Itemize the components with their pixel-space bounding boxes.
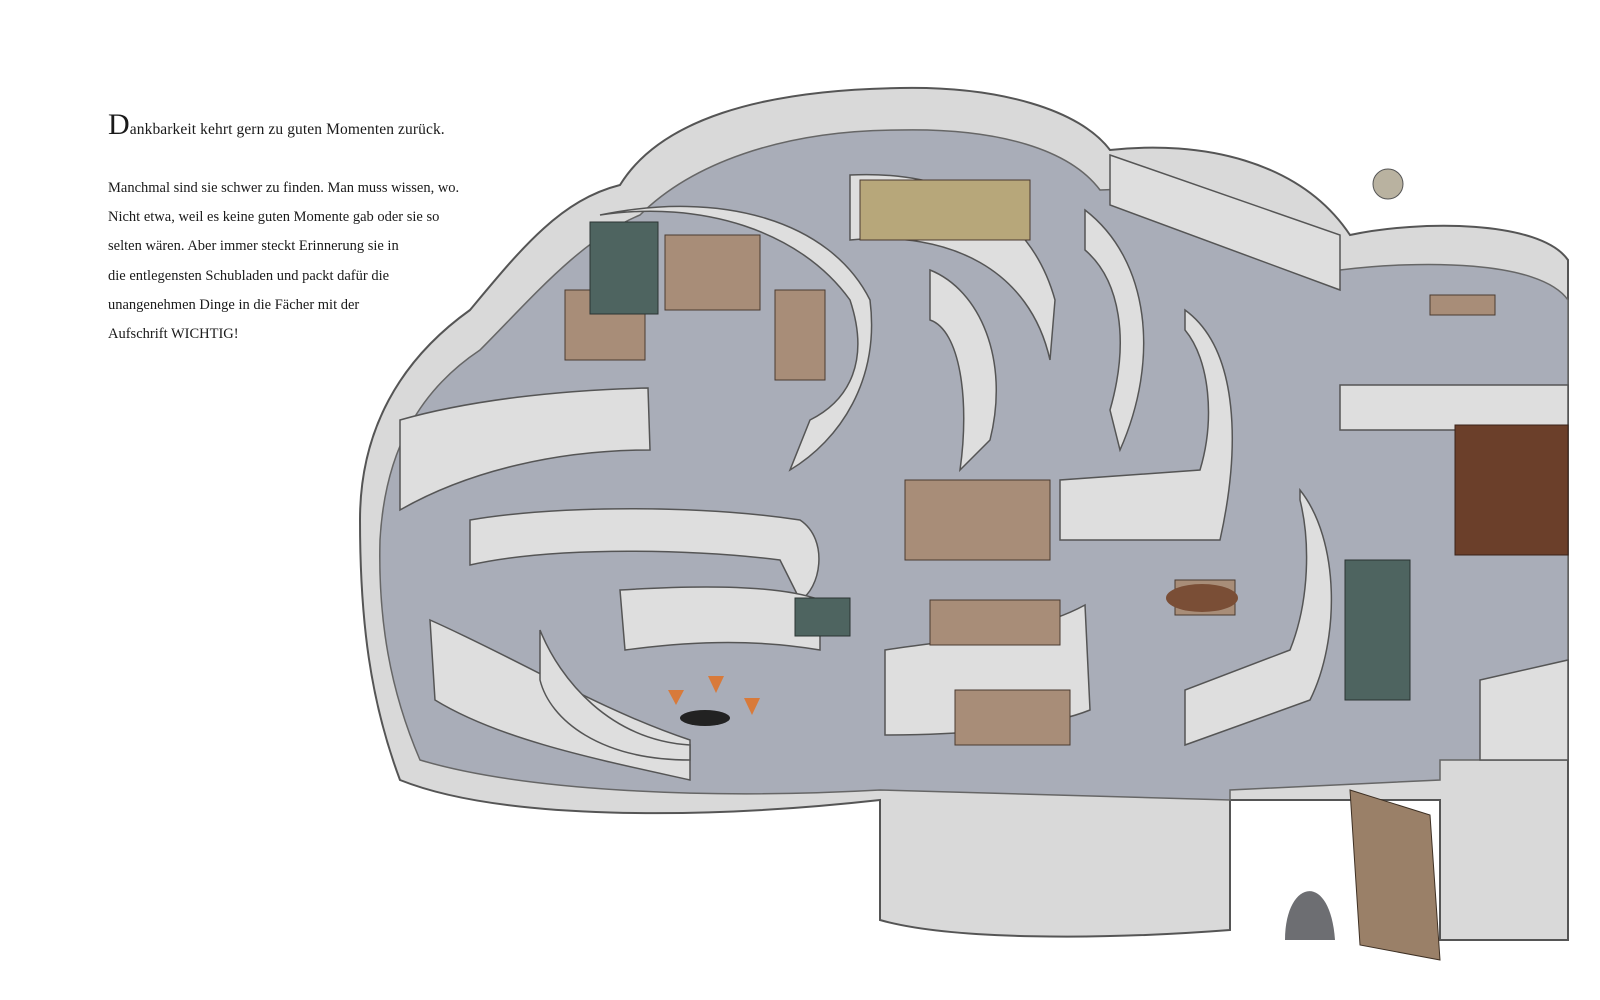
round-table [1166, 584, 1238, 612]
headline: Dankbarkeit kehrt gern zu guten Momenten… [108, 110, 528, 140]
paragraph-line: unangenehmen Dinge in die Fächer mit der [108, 296, 360, 313]
bookshelf [1454, 424, 1569, 556]
figure [1285, 891, 1335, 940]
body-paragraph: Manchmal sind sie schwer zu finden. Man … [108, 174, 528, 349]
headline-text: ankbarkeit kehrt gern zu guten Momenten … [129, 121, 445, 138]
moon [1372, 168, 1404, 200]
door [1349, 789, 1441, 961]
drop-cap: D [108, 108, 130, 141]
paragraph-line: Aufschrift WICHTIG! [108, 326, 239, 343]
hole [680, 710, 730, 726]
traffic-cones [668, 676, 760, 715]
paragraph-line: selten wären. Aber immer steckt Erinneru… [108, 238, 399, 255]
story-text: Dankbarkeit kehrt gern zu guten Momenten… [108, 110, 528, 349]
paragraph-line: die entlegensten Schubladen und packt da… [108, 267, 390, 284]
paragraph-line: Manchmal sind sie schwer zu finden. Man … [108, 180, 460, 196]
green-cabinets [589, 221, 1411, 701]
paragraph-line: Nicht etwa, weil es keine guten Momente … [108, 209, 440, 226]
